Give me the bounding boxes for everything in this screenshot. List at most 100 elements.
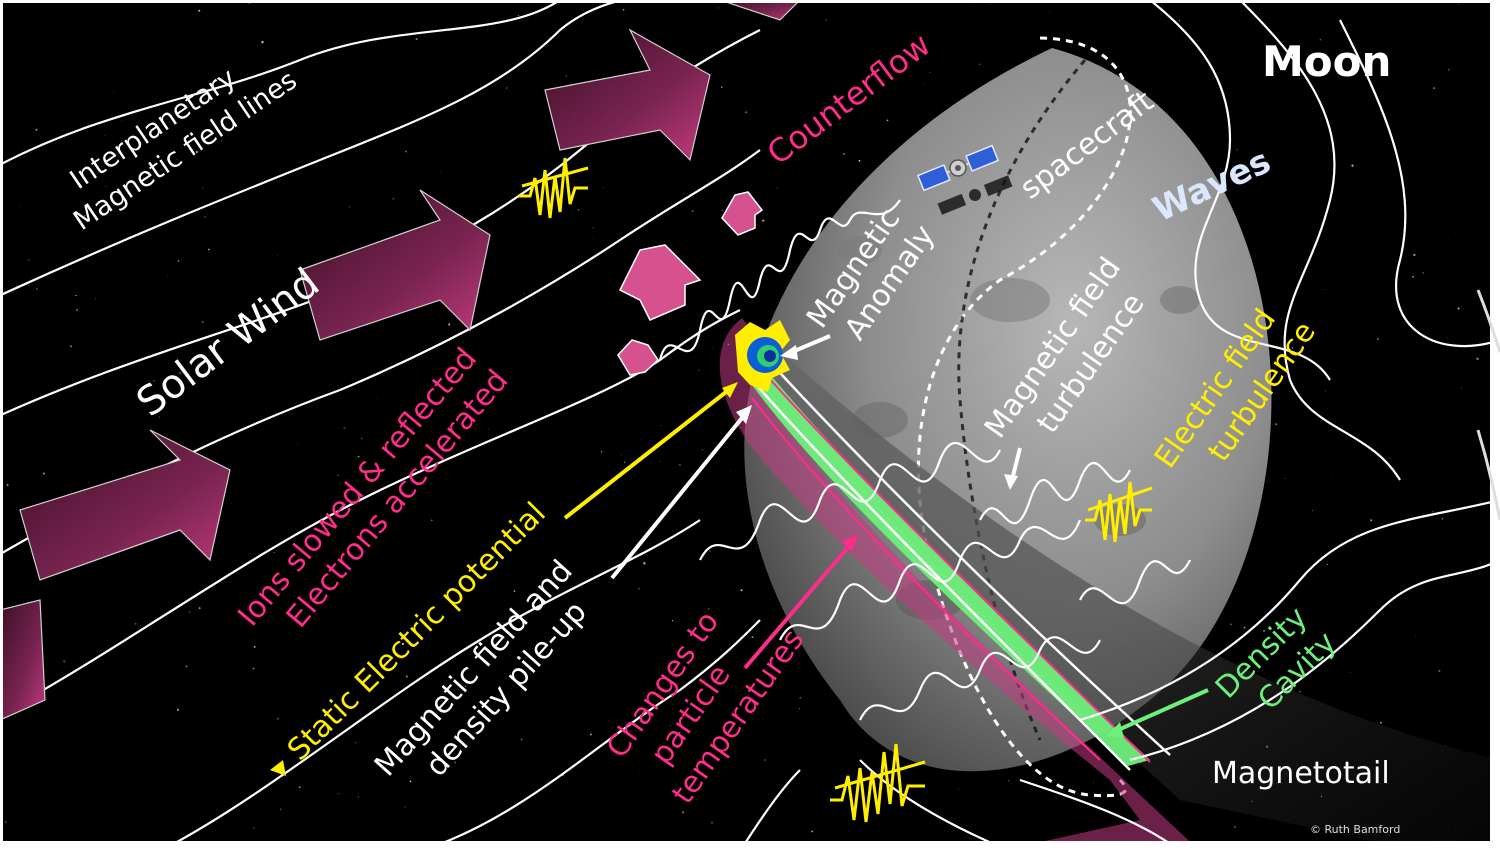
star bbox=[763, 758, 767, 762]
star bbox=[711, 687, 713, 690]
star bbox=[83, 214, 86, 217]
star bbox=[1415, 1, 1416, 2]
star bbox=[336, 474, 339, 476]
counterflow-arrow-2 bbox=[721, 191, 764, 236]
star bbox=[367, 633, 369, 635]
star bbox=[377, 397, 379, 399]
star bbox=[577, 209, 579, 211]
star bbox=[1284, 477, 1286, 479]
star bbox=[152, 379, 155, 382]
star bbox=[105, 185, 107, 187]
star bbox=[958, 788, 960, 790]
star bbox=[250, 31, 252, 32]
star bbox=[1370, 519, 1373, 522]
star bbox=[799, 708, 801, 710]
star bbox=[709, 550, 711, 552]
star bbox=[298, 786, 301, 789]
star bbox=[401, 642, 404, 646]
star bbox=[678, 731, 681, 734]
star bbox=[751, 636, 754, 639]
star bbox=[1008, 780, 1010, 782]
star bbox=[1433, 87, 1435, 89]
star bbox=[1323, 288, 1325, 290]
star bbox=[990, 3, 992, 4]
star bbox=[1326, 563, 1328, 566]
star bbox=[1461, 387, 1463, 389]
star bbox=[405, 150, 408, 153]
star bbox=[369, 405, 370, 407]
star bbox=[1376, 337, 1379, 341]
credit-label: © Ruth Bamford bbox=[1310, 823, 1400, 836]
star bbox=[1447, 68, 1451, 71]
star bbox=[683, 192, 685, 194]
star bbox=[357, 455, 360, 458]
star bbox=[1178, 19, 1181, 22]
star bbox=[431, 519, 433, 522]
star bbox=[659, 461, 661, 462]
star bbox=[922, 83, 924, 84]
star bbox=[1350, 672, 1351, 673]
star bbox=[121, 120, 123, 122]
star bbox=[27, 259, 30, 262]
star bbox=[639, 772, 641, 774]
spacecraft-shadow bbox=[937, 175, 1013, 215]
star bbox=[1049, 11, 1051, 13]
counterflow-arrow-3 bbox=[617, 339, 659, 376]
star bbox=[811, 830, 814, 833]
star bbox=[297, 442, 299, 444]
turbulent-field-lines bbox=[658, 199, 1191, 721]
star bbox=[710, 821, 714, 824]
electric-wave-icon-top bbox=[518, 157, 589, 219]
star bbox=[360, 437, 363, 440]
magnetic-anomaly bbox=[735, 320, 790, 392]
star bbox=[708, 608, 710, 610]
star bbox=[602, 186, 604, 189]
star bbox=[6, 484, 9, 487]
star bbox=[488, 428, 489, 430]
star bbox=[592, 238, 593, 239]
star bbox=[592, 226, 594, 229]
star bbox=[208, 248, 210, 251]
star bbox=[273, 551, 275, 553]
electric-wave-icon-right bbox=[1085, 481, 1153, 543]
star bbox=[1243, 626, 1246, 629]
star bbox=[19, 205, 21, 207]
star bbox=[776, 187, 778, 189]
star bbox=[762, 219, 765, 222]
star bbox=[42, 472, 45, 475]
flow-arrow-1 bbox=[19, 429, 231, 581]
star bbox=[464, 685, 467, 687]
star bbox=[536, 209, 538, 212]
star bbox=[718, 7, 719, 9]
star bbox=[1092, 782, 1094, 783]
star bbox=[75, 294, 77, 297]
star bbox=[1412, 275, 1415, 278]
star bbox=[1451, 148, 1453, 150]
star bbox=[1312, 108, 1313, 109]
star bbox=[201, 320, 204, 324]
star bbox=[436, 103, 437, 105]
star bbox=[565, 75, 568, 77]
star bbox=[669, 725, 672, 727]
star bbox=[1415, 634, 1417, 636]
star bbox=[76, 309, 78, 311]
star bbox=[198, 607, 201, 609]
star bbox=[231, 502, 232, 503]
star bbox=[1380, 721, 1382, 724]
star bbox=[505, 87, 508, 89]
star bbox=[721, 209, 723, 212]
star bbox=[1351, 164, 1354, 167]
star bbox=[201, 187, 204, 189]
flow-arrow-4 bbox=[719, 3, 802, 21]
magnetotail-label: Magnetotail bbox=[1212, 756, 1390, 791]
star bbox=[0, 408, 1, 409]
star bbox=[253, 827, 255, 829]
star bbox=[643, 562, 646, 565]
star bbox=[277, 255, 278, 256]
star bbox=[63, 660, 66, 663]
star bbox=[620, 454, 622, 456]
star bbox=[411, 491, 413, 493]
star bbox=[338, 793, 340, 795]
star bbox=[1230, 623, 1232, 626]
